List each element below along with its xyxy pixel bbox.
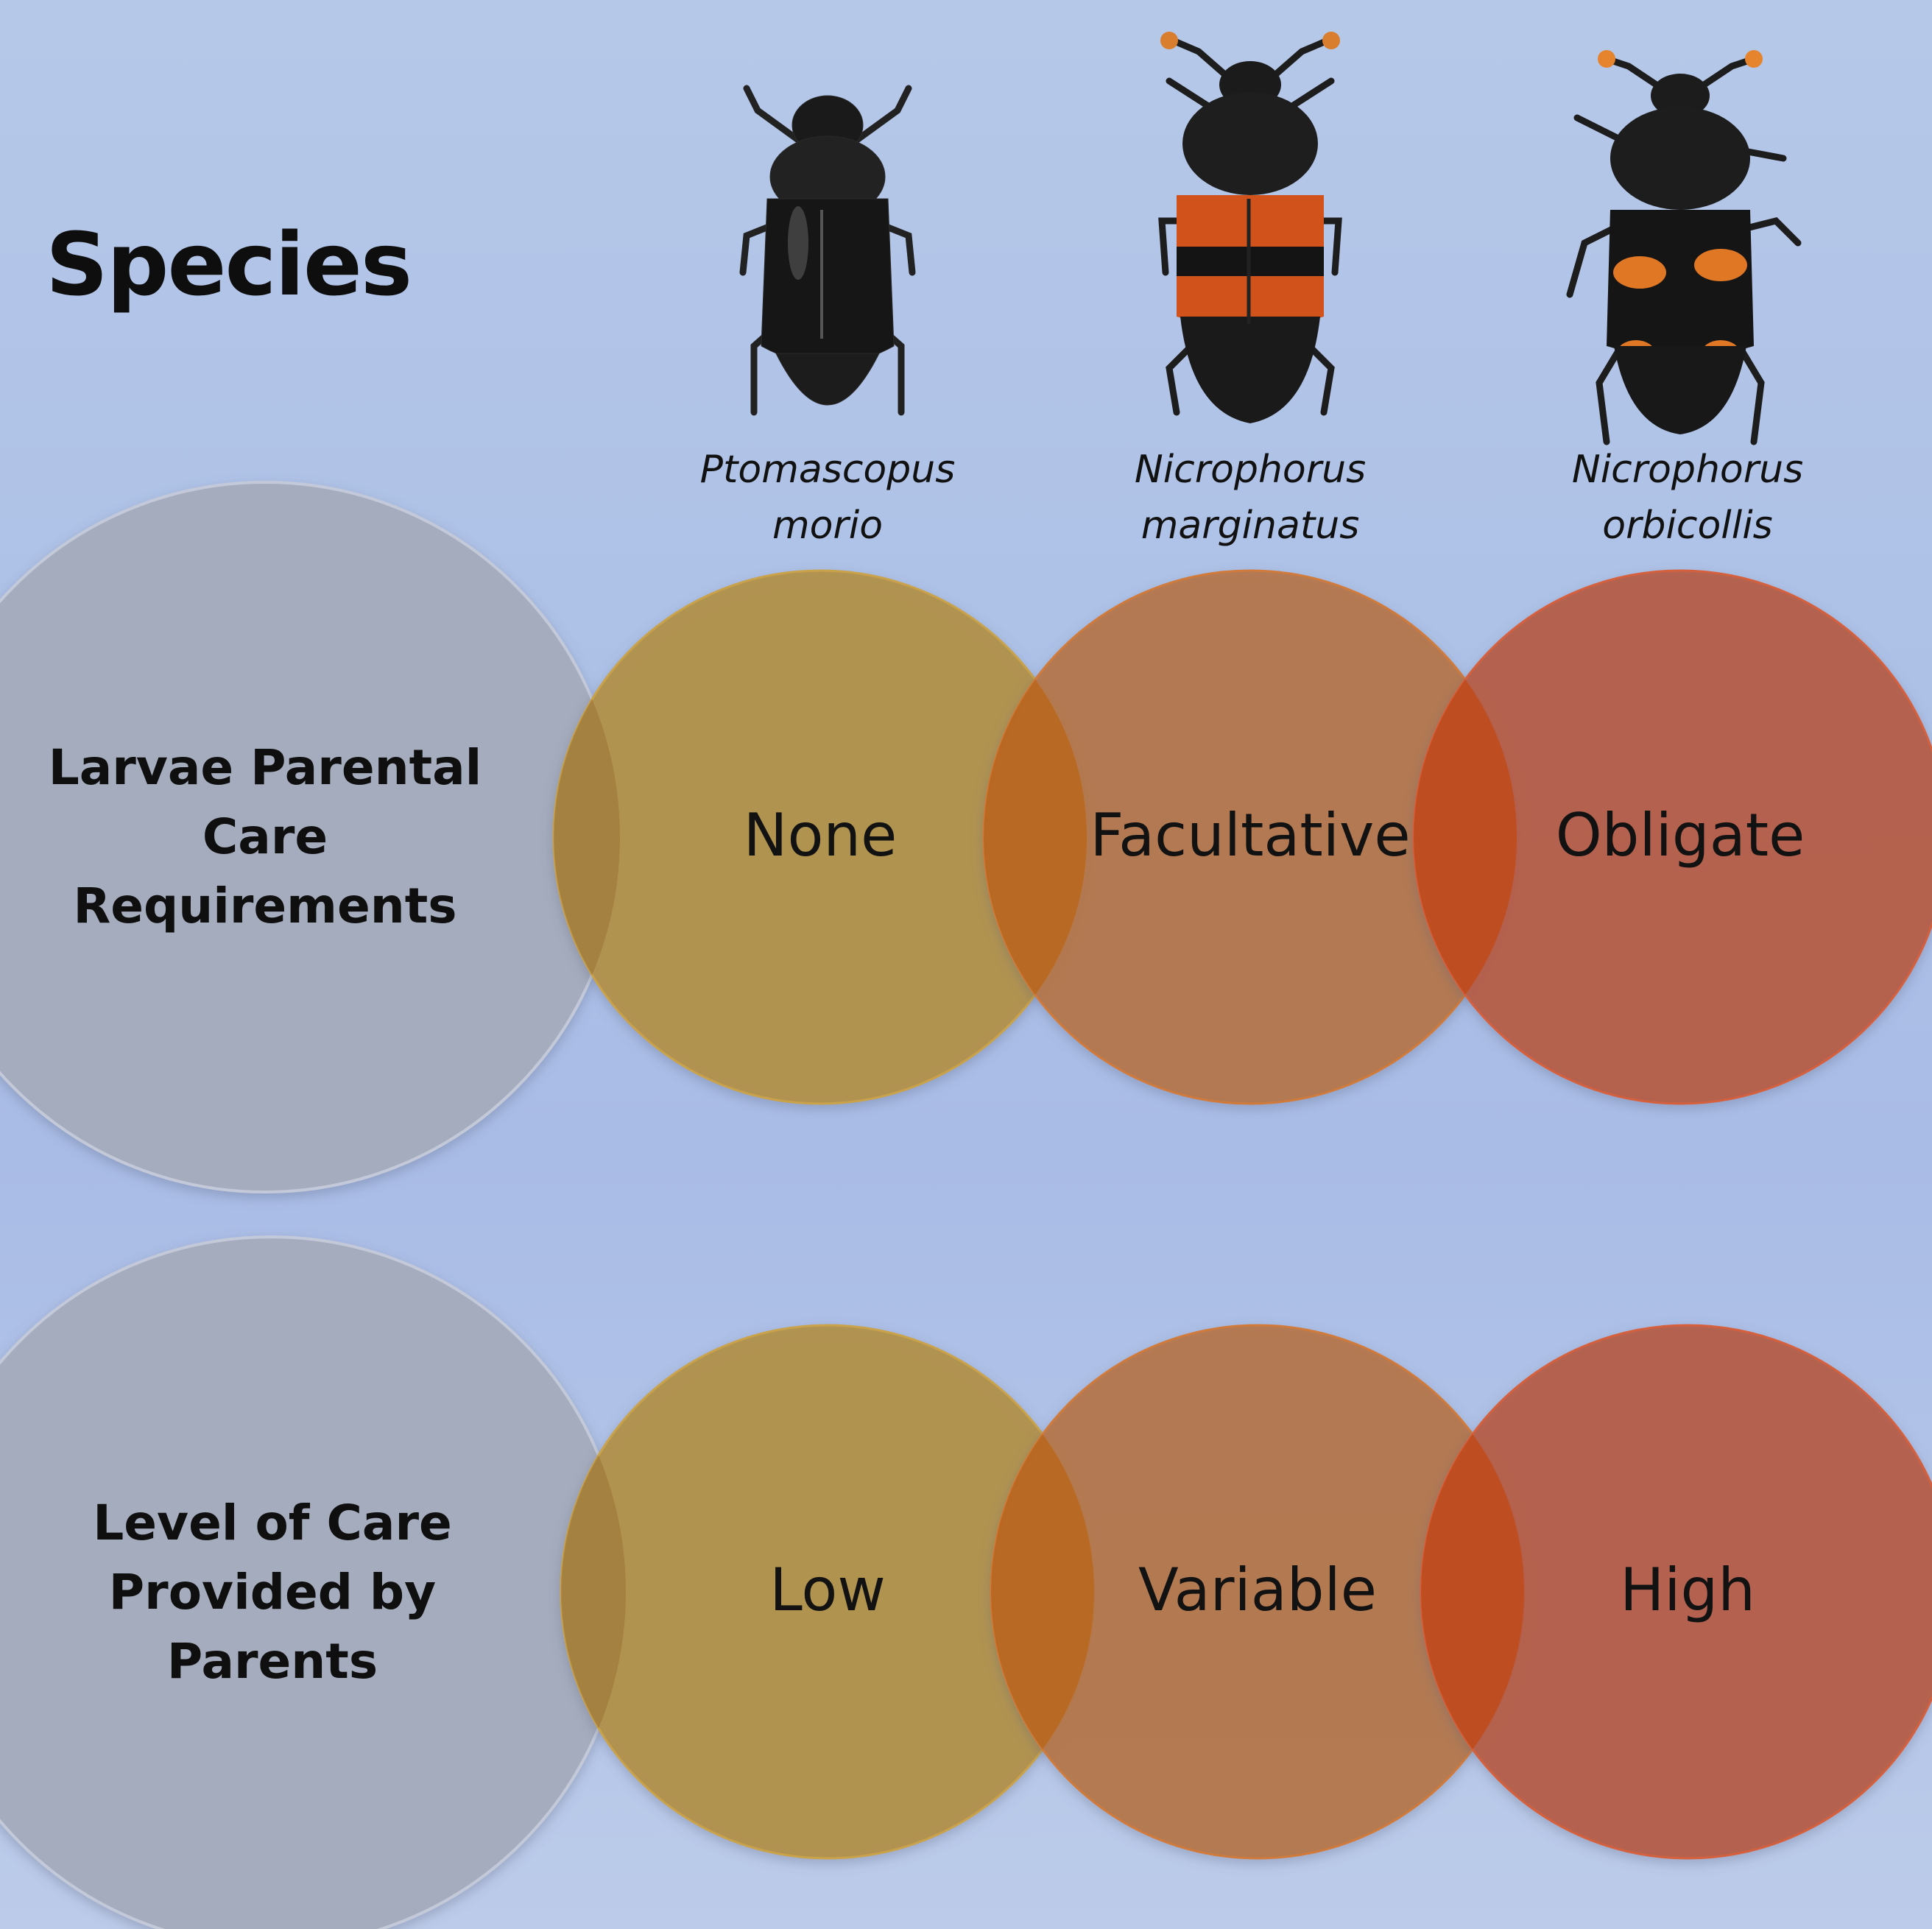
species-name-2: Nicrophorus marginatus	[1096, 442, 1405, 554]
value-facultative: Facultative	[1059, 801, 1442, 870]
species-name-1: Ptomascopus morio	[673, 442, 982, 554]
value-high: High	[1496, 1556, 1879, 1624]
value-low: Low	[636, 1556, 1019, 1624]
row-label-level-of-care: Level of Care Provided by Parents	[37, 1489, 508, 1696]
value-obligate: Obligate	[1489, 801, 1872, 870]
slide-title: Species	[46, 214, 411, 315]
value-none: None	[629, 801, 1012, 870]
beetle-image-ptomascopus-morio	[743, 88, 912, 412]
beetle-image-nicrophorus-marginatus	[1160, 32, 1340, 423]
row-label-care-requirements: Larvae Parental Care Requirements	[29, 733, 501, 941]
species-name-3: Nicrophorus orbicollis	[1533, 442, 1842, 554]
beetle-image-nicrophorus-orbicollis	[1570, 50, 1798, 442]
value-variable: Variable	[1066, 1556, 1449, 1624]
